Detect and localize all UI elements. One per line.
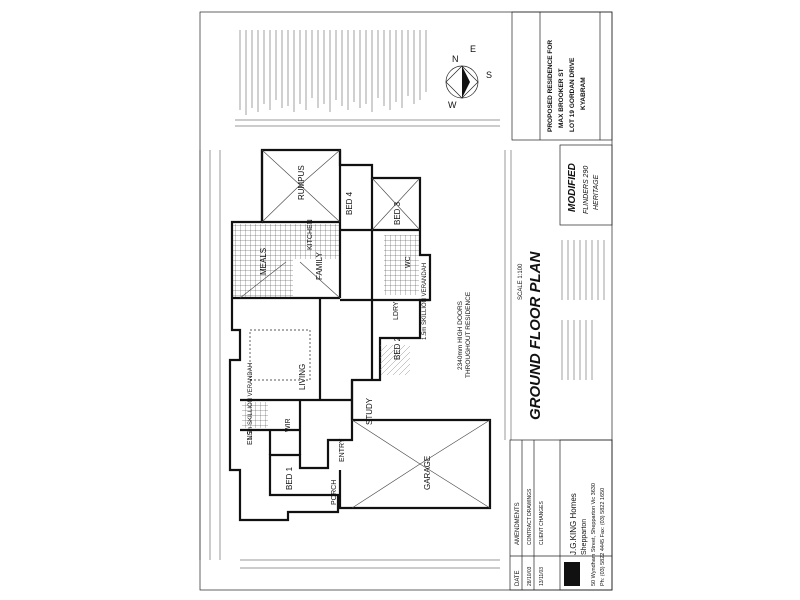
- company-address: 50 Wyndham Street, Shepparton Vic 3630: [591, 483, 597, 586]
- company-branch: Shepparton: [581, 519, 588, 555]
- bed2-robe: [380, 345, 410, 375]
- title-line3: LOT 19 GORDAN DRIVE: [569, 57, 576, 132]
- plan-title: GROUND FLOOR PLAN: [527, 251, 544, 420]
- compass-e: E: [470, 44, 476, 54]
- room-ens: ENS: [247, 430, 254, 445]
- title-block: PROPOSED RESIDENCE FOR MAX BROOKER ST LO…: [511, 11, 613, 141]
- living-rug: [249, 329, 311, 381]
- room-ldry: LDRY: [393, 301, 400, 320]
- roof-hip-lines: [239, 149, 491, 509]
- company-logo: [564, 562, 580, 586]
- area-schedule: [561, 240, 605, 380]
- verandah-note-2: 1.5m SKILLION VERANDAH: [422, 263, 428, 340]
- doors-note-line1: 2340mm HIGH DOORS: [457, 300, 464, 370]
- company-phone: Ph: (03) 5822 4445 Fax: (03) 5822 1650: [600, 488, 606, 586]
- modified-line1: MODIFIED: [567, 163, 578, 212]
- title-line2: MAX BROOKER ST: [558, 68, 565, 128]
- compass-w: W: [448, 100, 457, 110]
- kitchen-tile-floor: [293, 224, 339, 259]
- amendments-date-label: DATE: [515, 570, 521, 586]
- dimension-lines: [199, 119, 512, 569]
- house-walls: [228, 148, 492, 522]
- amendment-row-1-date: 28/10/03: [527, 566, 533, 586]
- room-wir: WIR: [285, 418, 292, 432]
- amendment-row-2-note: CLIENT CHANGES: [539, 501, 545, 545]
- amendments-header: AMENDMENTS: [515, 502, 521, 545]
- compass-n: N: [452, 54, 459, 64]
- plan-notes: 1.5m SKILLION VERANDAH 1.5m SKILLION VER…: [248, 263, 472, 440]
- verandah-note-1: 1.5m SKILLION VERANDAH: [248, 363, 254, 440]
- amendment-row-2-date: 13/11/03: [539, 567, 545, 586]
- room-bed1: BED 1: [285, 466, 294, 490]
- room-labels: RUMPUS BED 4 BED 3 MEALS FAMILY KITCHEN …: [247, 165, 432, 505]
- meals-tile-floor: [233, 224, 293, 297]
- modified-line2: FLINDERS 290: [583, 166, 590, 214]
- room-kitchen: KITCHEN: [307, 219, 314, 250]
- room-meals: MEALS: [259, 248, 268, 275]
- compass-s: S: [486, 70, 492, 80]
- room-entry: ENTRY: [339, 438, 346, 462]
- room-wc: WC: [405, 256, 412, 268]
- room-porch: PORCH: [331, 480, 338, 505]
- modified-line3: HERITAGE: [593, 174, 600, 210]
- doors-note-line2: THROUGHOUT RESIDENCE: [465, 291, 472, 378]
- room-study: STUDY: [365, 397, 374, 425]
- room-living: LIVING: [298, 364, 307, 390]
- title-line1: PROPOSED RESIDENCE FOR: [547, 40, 554, 132]
- company-block: J.G.KING Homes Shepparton 50 Wyndham Str…: [559, 439, 613, 591]
- room-bed2: BED 2: [393, 336, 402, 360]
- room-rumpus: RUMPUS: [297, 165, 306, 200]
- bathroom-tile-floor: [384, 235, 419, 295]
- room-family: FAMILY: [315, 251, 324, 280]
- room-garage: GARAGE: [423, 456, 432, 490]
- general-notes: [239, 30, 427, 115]
- company-name: J.G.KING Homes: [569, 493, 578, 555]
- amendment-row-1-note: CONTRACT DRAWINGS: [527, 488, 533, 545]
- plan-scale: SCALE 1:100: [518, 263, 524, 300]
- modified-block: MODIFIED FLINDERS 290 HERITAGE: [559, 144, 613, 226]
- ensuite-tile-floor: [242, 402, 268, 428]
- room-bed3: BED 3: [393, 201, 402, 225]
- title-line4: KYABRAM: [580, 77, 587, 110]
- compass-rose: E N S W: [445, 44, 492, 110]
- room-bed4: BED 4: [345, 191, 354, 215]
